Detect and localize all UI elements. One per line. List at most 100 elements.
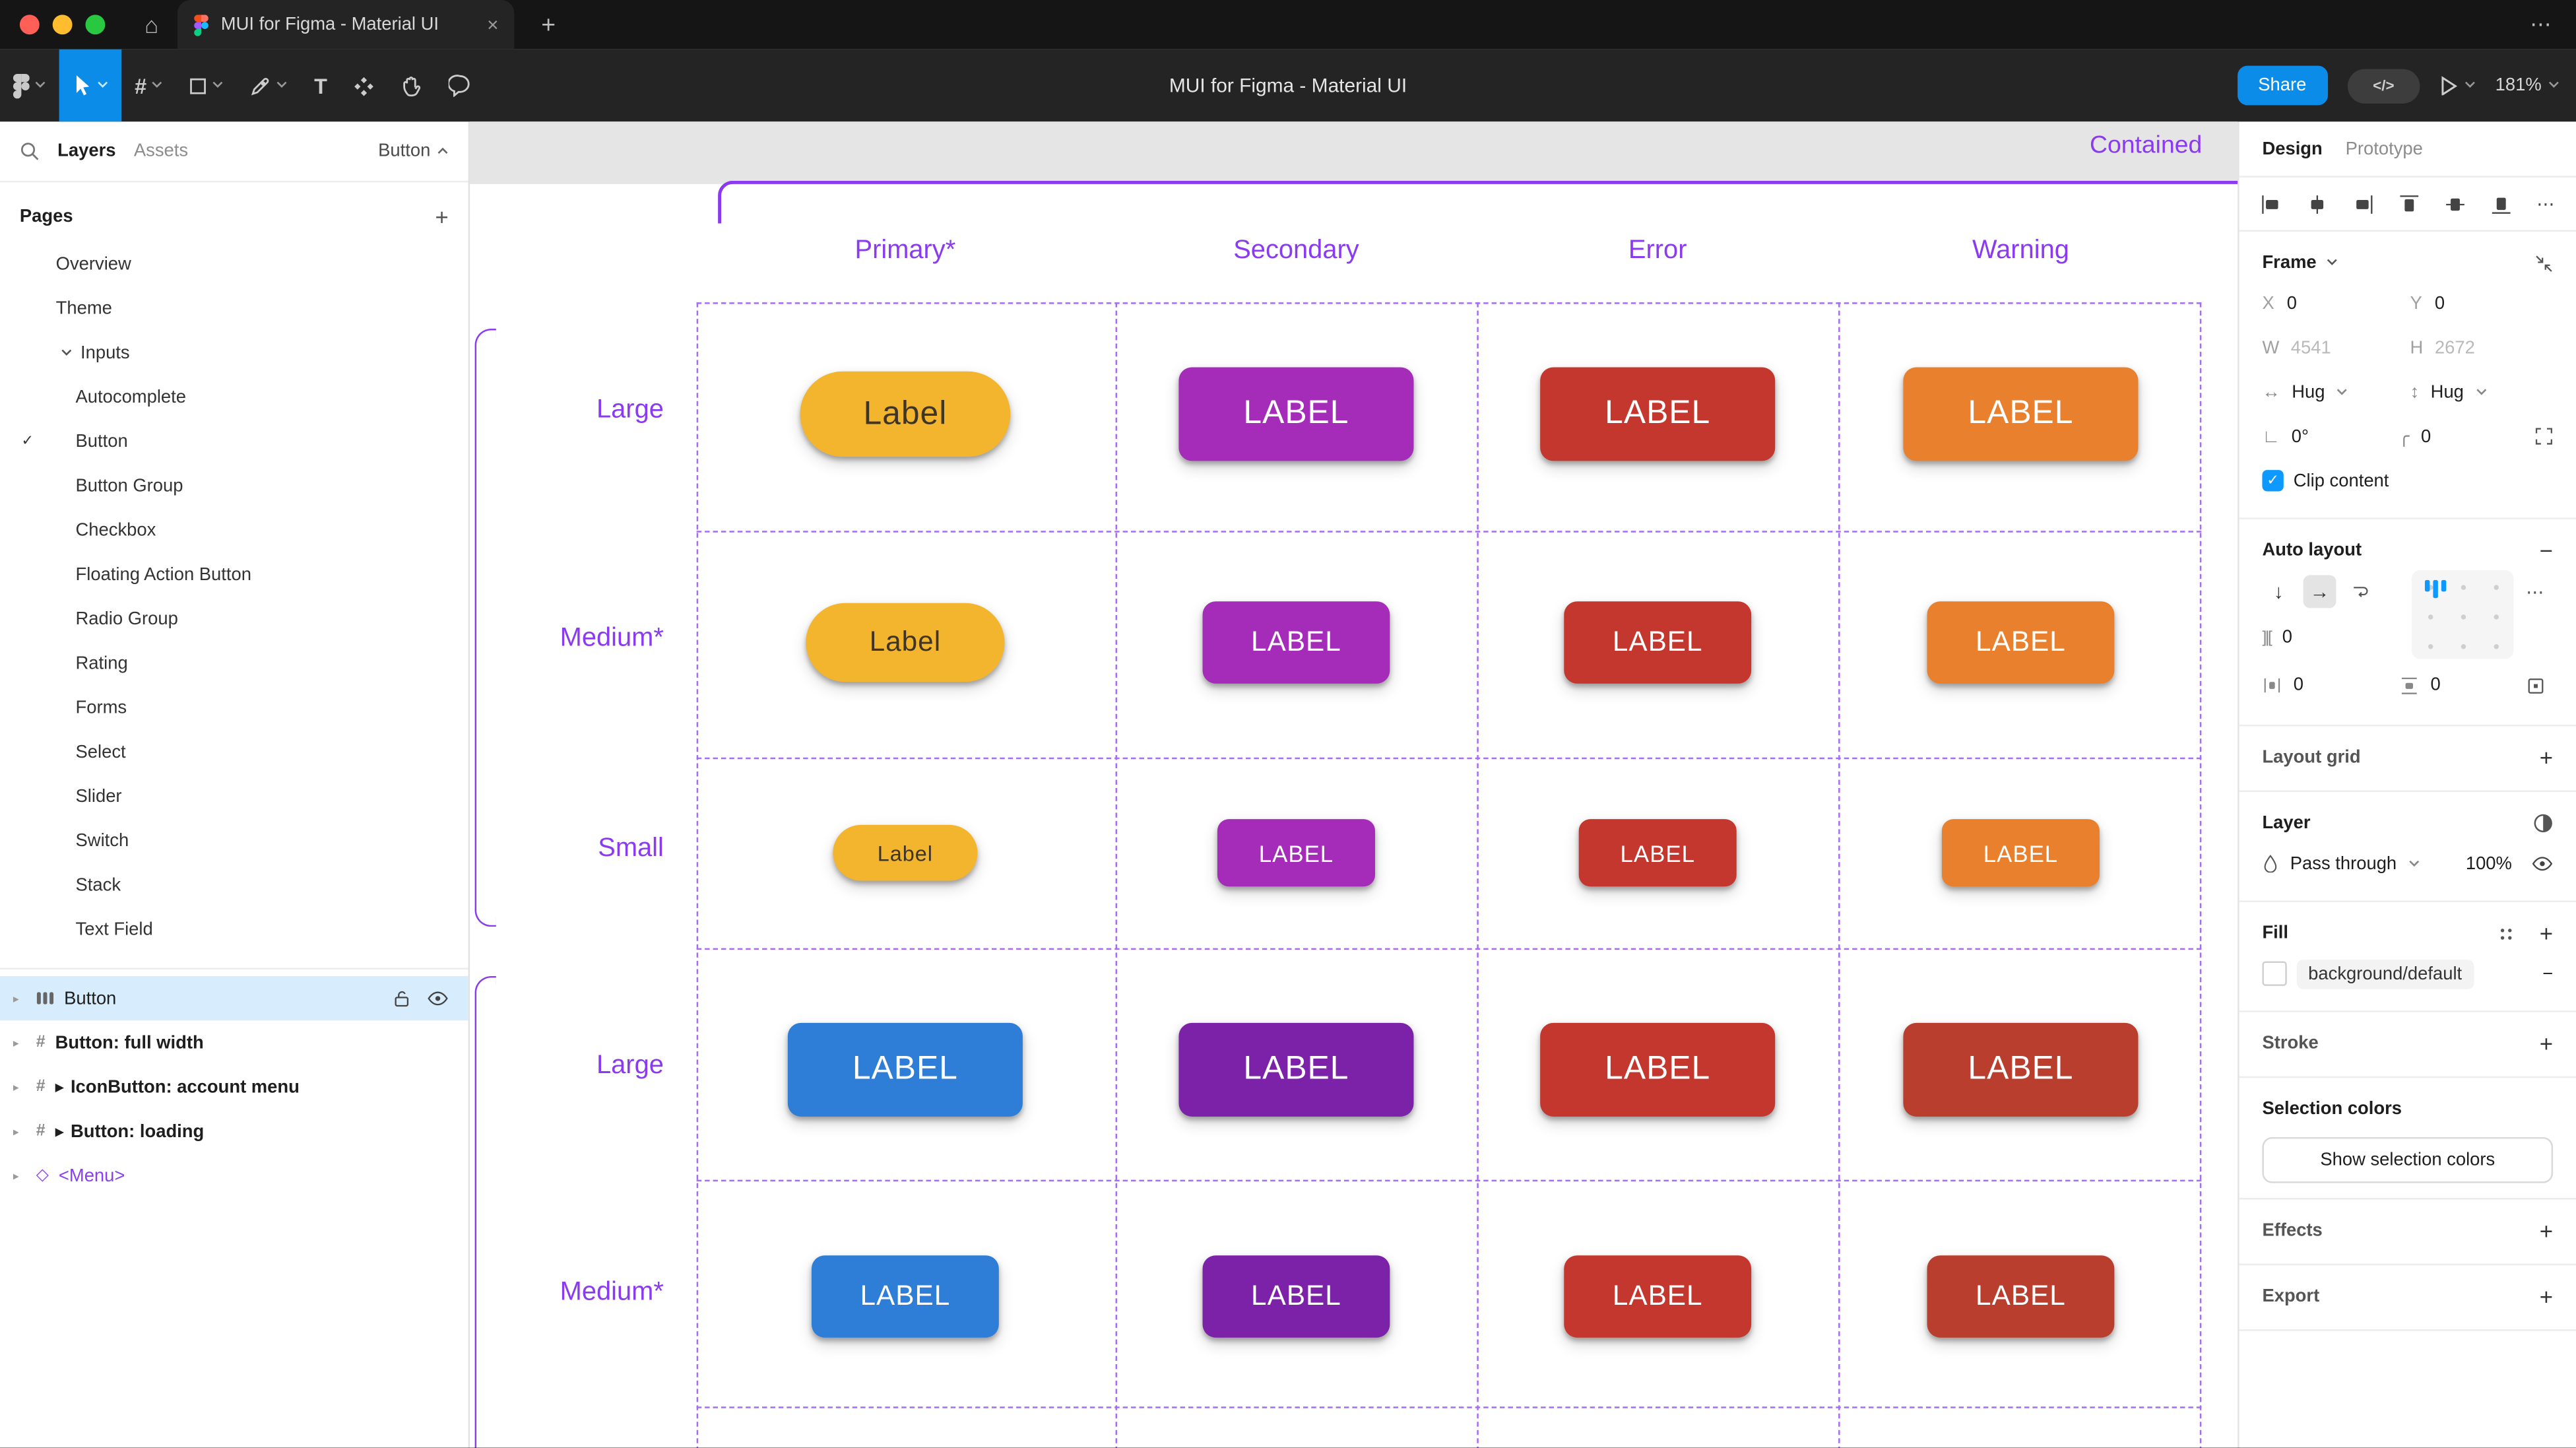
zoom-menu[interactable]: 181%	[2496, 76, 2560, 95]
canvas-button-error-dark-medium[interactable]: LABEL	[1564, 1255, 1752, 1338]
text-tool-button[interactable]: T	[301, 49, 340, 122]
canvas[interactable]: Contained Primary* Secondary Error Warni…	[470, 121, 2238, 1448]
main-menu-button[interactable]	[0, 49, 59, 122]
width-field[interactable]: W 4541	[2262, 337, 2331, 358]
page-group-inputs[interactable]: Inputs	[0, 330, 468, 374]
canvas-button-secondary-small[interactable]: LABEL	[1217, 819, 1375, 887]
page-item-stack[interactable]: Stack	[75, 874, 121, 895]
horizontal-sizing-dropdown[interactable]: ↔ Hug	[2262, 372, 2400, 412]
direction-down-button[interactable]: ↓	[2273, 579, 2284, 603]
disclosure-icon[interactable]: ▸	[13, 1126, 19, 1138]
fill-token-chip[interactable]: background/default	[2296, 958, 2474, 989]
pen-tool-button[interactable]	[237, 49, 301, 122]
layer-row-button-full-width[interactable]: ▸ # Button: full width	[13, 1032, 204, 1053]
add-effect-button[interactable]: +	[2539, 1217, 2554, 1244]
gap-field[interactable]: ]|[ 0	[2262, 628, 2292, 647]
page-item-slider[interactable]: Slider	[75, 786, 122, 806]
tab-assets[interactable]: Assets	[133, 141, 189, 162]
eye-icon[interactable]	[2532, 856, 2553, 871]
independent-corners-icon[interactable]	[2535, 427, 2553, 445]
close-tab-icon[interactable]: ×	[487, 13, 499, 36]
collapse-icon[interactable]	[2535, 254, 2553, 272]
disclosure-icon[interactable]: ▸	[13, 1037, 19, 1049]
present-button[interactable]	[2439, 75, 2476, 96]
page-item-switch[interactable]: Switch	[75, 830, 129, 851]
tab-layers[interactable]: Layers	[57, 141, 116, 162]
disclosure-icon[interactable]: ▸	[13, 1170, 19, 1183]
home-icon[interactable]: ⌂	[145, 11, 159, 38]
window-close-button[interactable]	[19, 15, 40, 35]
canvas-button-error-dark-large[interactable]: LABEL	[1540, 1022, 1776, 1117]
show-selection-colors-button[interactable]: Show selection colors	[2262, 1136, 2554, 1183]
align-horizontal-center-icon[interactable]	[2307, 193, 2328, 214]
canvas-button-error-small[interactable]: LABEL	[1578, 819, 1737, 887]
x-position-field[interactable]: X 0	[2262, 293, 2298, 313]
blend-preview-icon[interactable]	[2533, 813, 2553, 833]
add-export-button[interactable]: +	[2539, 1283, 2554, 1310]
canvas-button-primary-dark-medium[interactable]: LABEL	[811, 1255, 999, 1338]
unlock-icon[interactable]	[393, 989, 410, 1007]
canvas-button-warning-dark-large[interactable]: LABEL	[1903, 1022, 2139, 1117]
vertical-padding-field[interactable]: 0	[2401, 665, 2517, 705]
align-vertical-center-icon[interactable]	[2445, 193, 2466, 214]
clip-content-row[interactable]: ✓ Clip content	[2262, 459, 2553, 503]
comment-tool-button[interactable]	[435, 49, 485, 122]
page-item-theme[interactable]: Theme	[55, 298, 112, 318]
distribute-more-icon[interactable]: ⋯	[2536, 195, 2555, 214]
canvas-button-primary-medium[interactable]: Label	[806, 603, 1005, 682]
search-icon[interactable]	[20, 141, 40, 161]
clip-content-checkbox[interactable]: ✓	[2262, 470, 2284, 492]
layer-row-button-loading[interactable]: ▸ # ▶ Button: loading	[13, 1121, 205, 1142]
align-bottom-icon[interactable]	[2491, 193, 2512, 214]
titlebar-more-icon[interactable]: ⋯	[2530, 11, 2554, 36]
move-tool-button[interactable]	[59, 49, 122, 122]
file-tab[interactable]: MUI for Figma - Material UI ×	[178, 0, 515, 49]
layer-row-iconbutton-account-menu[interactable]: ▸ # ▶ IconButton: account menu	[13, 1077, 300, 1097]
canvas-button-error-medium[interactable]: LABEL	[1564, 601, 1752, 684]
tab-prototype[interactable]: Prototype	[2345, 139, 2423, 159]
canvas-button-warning-small[interactable]: LABEL	[1941, 819, 2100, 887]
corner-radius-field[interactable]: ╭ 0	[2399, 426, 2431, 447]
window-zoom-button[interactable]	[85, 15, 106, 35]
disclosure-icon[interactable]: ▸	[13, 993, 19, 1005]
direction-wrap-button[interactable]	[2344, 575, 2377, 608]
add-stroke-button[interactable]: +	[2539, 1030, 2554, 1057]
page-item-button-group[interactable]: Button Group	[75, 475, 183, 496]
canvas-button-warning-dark-medium[interactable]: LABEL	[1927, 1255, 2115, 1338]
vertical-sizing-dropdown[interactable]: ↕ Hug	[2410, 372, 2548, 412]
frame-title[interactable]: Contained	[2090, 131, 2203, 160]
canvas-button-primary-dark-large[interactable]: LABEL	[787, 1022, 1023, 1117]
hand-tool-button[interactable]	[388, 49, 435, 122]
align-right-icon[interactable]	[2352, 193, 2373, 214]
page-item-floating-action-button[interactable]: Floating Action Button	[75, 564, 251, 585]
shape-tool-button[interactable]	[176, 49, 237, 122]
canvas-button-secondary-large[interactable]: LABEL	[1178, 367, 1414, 461]
canvas-button-secondary-dark-medium[interactable]: LABEL	[1202, 1255, 1390, 1338]
eye-icon[interactable]	[427, 991, 448, 1006]
page-item-select[interactable]: Select	[75, 742, 126, 762]
layer-row-button[interactable]: ▸ Button	[0, 975, 468, 1021]
canvas-button-warning-large[interactable]: LABEL	[1903, 367, 2139, 461]
add-page-button[interactable]: +	[435, 203, 449, 230]
remove-auto-layout-button[interactable]: −	[2539, 537, 2554, 564]
add-fill-button[interactable]: +	[2539, 920, 2554, 947]
page-item-forms[interactable]: Forms	[75, 697, 127, 717]
page-item-overview[interactable]: Overview	[55, 253, 131, 274]
canvas-button-primary-large[interactable]: Label	[800, 371, 1011, 457]
alignment-pad[interactable]	[2412, 570, 2514, 659]
page-item-text-field[interactable]: Text Field	[75, 919, 153, 939]
frame-tool-button[interactable]: #	[121, 49, 176, 122]
blend-mode-dropdown[interactable]: Pass through	[2262, 853, 2430, 873]
page-scope-dropdown[interactable]: Button	[378, 141, 449, 161]
chevron-down-icon[interactable]	[2327, 259, 2338, 267]
individual-padding-icon[interactable]	[2526, 676, 2544, 694]
styles-icon[interactable]	[2499, 926, 2513, 940]
window-minimize-button[interactable]	[52, 15, 73, 35]
horizontal-padding-field[interactable]: 0	[2262, 665, 2391, 705]
canvas-button-warning-medium[interactable]: LABEL	[1927, 601, 2115, 684]
auto-layout-more-icon[interactable]: ⋯	[2526, 582, 2544, 603]
tab-design[interactable]: Design	[2262, 139, 2323, 159]
fill-color-swatch[interactable]	[2262, 961, 2287, 986]
rotation-field[interactable]: ∟ 0°	[2262, 426, 2309, 446]
disclosure-icon[interactable]: ▸	[13, 1082, 19, 1094]
